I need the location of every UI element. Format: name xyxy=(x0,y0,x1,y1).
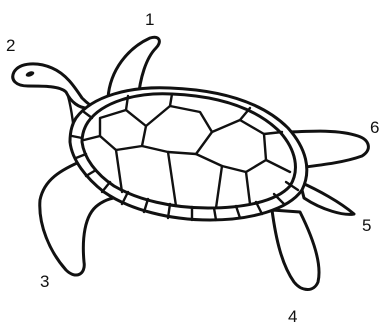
label-1: 1 xyxy=(145,10,154,29)
label-3: 3 xyxy=(40,272,49,291)
neck-and-head xyxy=(13,64,98,110)
label-6: 6 xyxy=(370,118,379,137)
tail xyxy=(300,182,354,214)
label-2: 2 xyxy=(6,36,15,55)
label-5: 5 xyxy=(362,216,371,235)
rear-left-flipper xyxy=(272,210,319,290)
label-4: 4 xyxy=(288,307,297,325)
